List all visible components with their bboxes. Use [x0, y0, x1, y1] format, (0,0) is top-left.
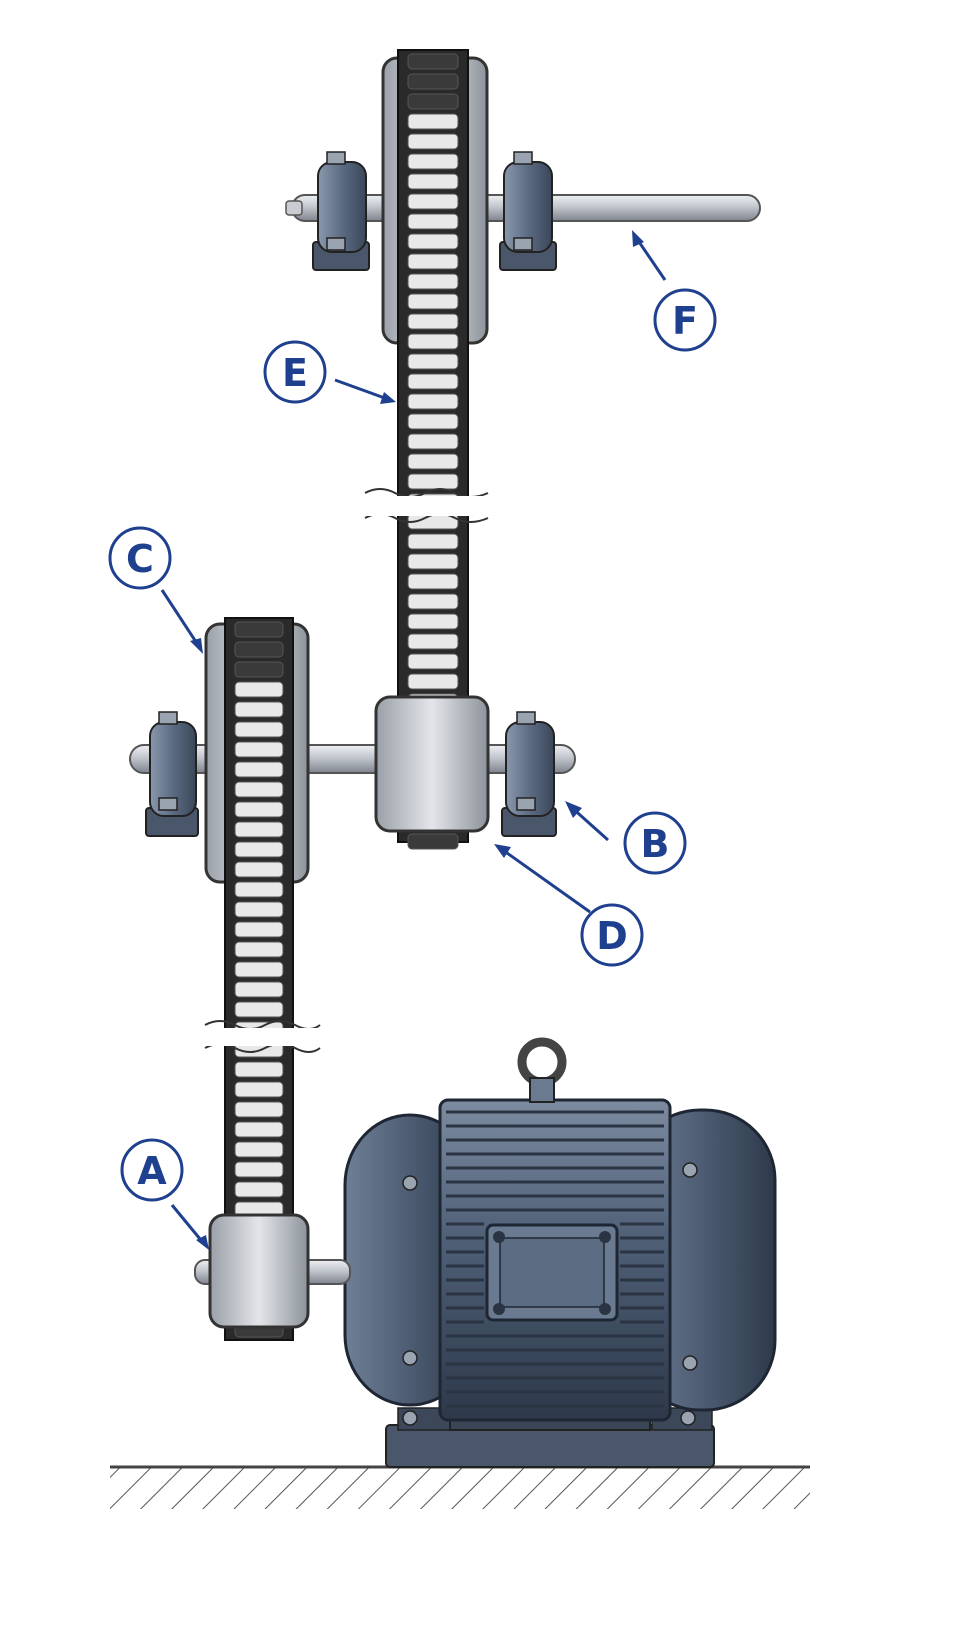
callout-letter-d: D — [596, 914, 628, 958]
callout-arrow-e — [334, 378, 391, 402]
output-shaft-end — [285, 200, 303, 216]
ground-hatch — [110, 1467, 810, 1509]
motor-cooling-fins — [446, 1110, 664, 1408]
callout-letter-f: F — [672, 299, 698, 343]
callout-b: B — [623, 811, 687, 875]
motor-base — [385, 1424, 715, 1468]
callout-letter-c: C — [126, 537, 154, 581]
callout-d: D — [580, 903, 644, 967]
intermediate-left-bearing — [145, 711, 199, 837]
callout-a: A — [120, 1138, 184, 1202]
callout-c: C — [108, 526, 172, 590]
lifting-eye — [517, 1037, 567, 1087]
callout-f: F — [653, 288, 717, 352]
callout-e: E — [263, 340, 327, 404]
callout-arrow-c — [160, 589, 202, 649]
callout-letter-e: E — [282, 351, 308, 395]
electric-motor — [194, 1037, 777, 1468]
callout-letter-b: B — [641, 822, 670, 866]
upper-left-bearing — [312, 151, 370, 271]
callout-layer: C E F B D A — [108, 230, 717, 1250]
callout-letter-a: A — [137, 1149, 167, 1193]
pillow-block-bearing — [501, 711, 557, 837]
ground — [110, 1465, 810, 1509]
upper-right-bearing — [499, 151, 557, 271]
intermediate-small-sprocket — [374, 695, 490, 833]
chain-break-marks — [204, 488, 489, 1053]
callout-arrow-d — [499, 846, 591, 914]
driver-sprocket-motor-shaft — [208, 1213, 310, 1329]
intermediate-shaft-assembly — [129, 622, 576, 884]
